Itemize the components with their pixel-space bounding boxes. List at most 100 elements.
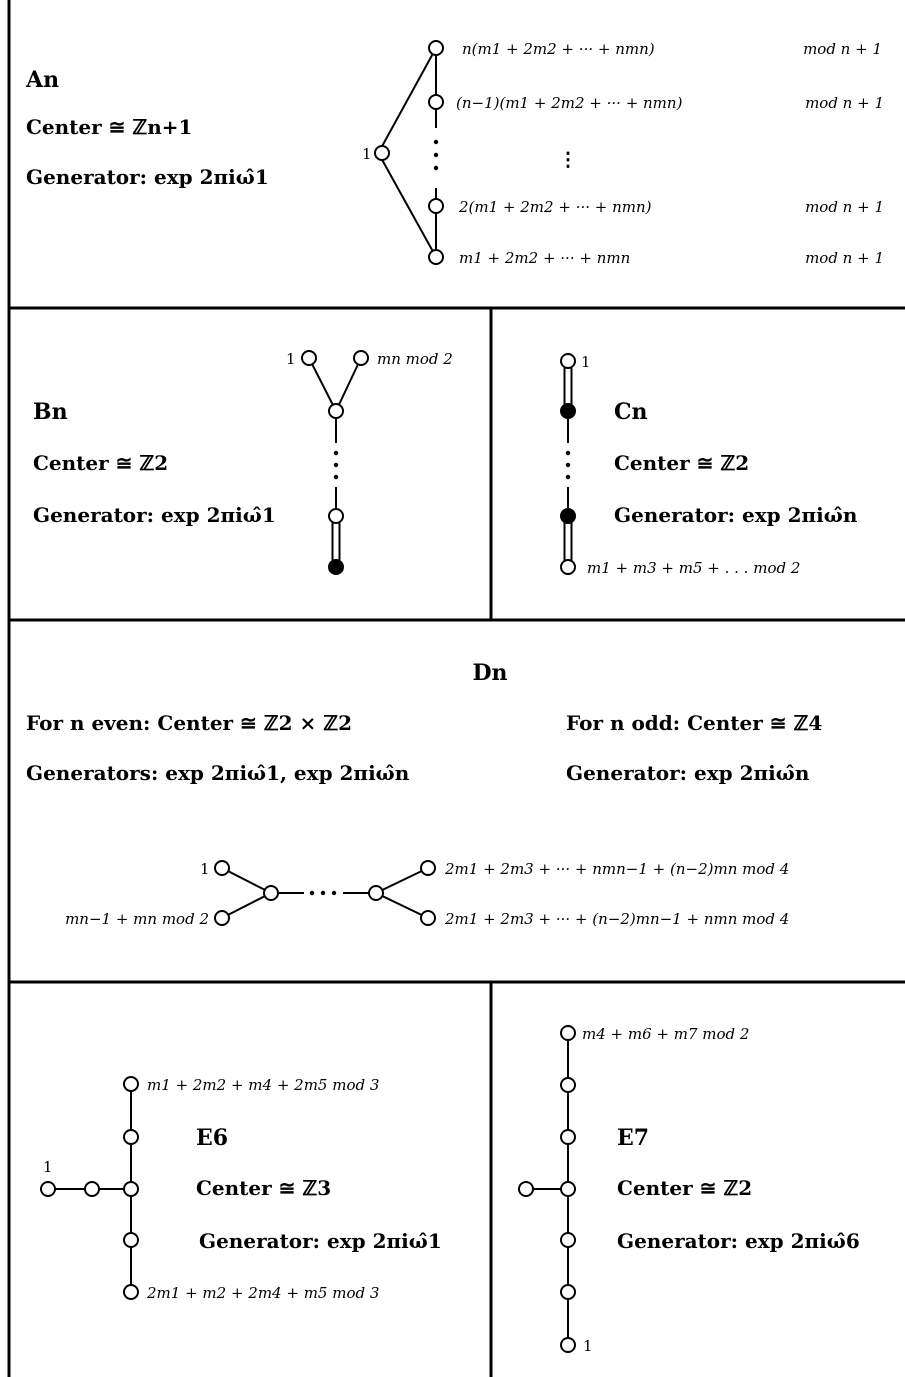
- cn-center: Center ≅ ℤ2: [614, 451, 749, 475]
- cn-title: Cn: [614, 399, 648, 425]
- bn-chain-dot: [333, 474, 339, 480]
- panel-dn: Dn For n even: Center ≅ ℤ2 × ℤ2 Generato…: [26, 660, 822, 928]
- an-dynkin-dots: [433, 139, 439, 171]
- panel-e6: E6 Center ≅ ℤ3 Generator: exp 2πiω̂1 1 m…: [40, 1076, 442, 1302]
- e7-node: [560, 1181, 576, 1197]
- dn-odd-generator: Generator: exp 2πiω̂n: [566, 761, 810, 785]
- e6-dynkin-nodes: [40, 1076, 139, 1300]
- panel-bn: Bn Center ≅ ℤ2 Generator: exp 2πiω̂1 1 m…: [33, 350, 453, 575]
- bn-generator: Generator: exp 2πiω̂1: [33, 503, 276, 527]
- bn-dynkin-edges: [308, 357, 362, 567]
- dn-dynkin-nodes: [214, 860, 436, 926]
- an-mod-1: mod n + 1: [803, 40, 882, 58]
- an-edge-upper: [379, 47, 437, 151]
- an-mod-4: mod n + 1: [805, 249, 884, 267]
- dn-bottom-right-label: 2m1 + 2m3 + ··· + (n−2)mn−1 + nmn mod 4: [444, 910, 789, 928]
- an-one-label: 1: [362, 145, 372, 163]
- e6-node-affine: [40, 1181, 56, 1197]
- cn-dynkin-nodes: [560, 353, 576, 575]
- table-grid: [7, 0, 905, 1377]
- an-center: Center ≅ ℤn+1: [26, 115, 192, 139]
- bn-title: Bn: [33, 399, 68, 425]
- an-node-affine: [374, 145, 390, 161]
- dn-even-center: For n even: Center ≅ ℤ2 × ℤ2: [26, 711, 352, 735]
- dn-edge-upper-right: [375, 867, 429, 894]
- cn-node: [560, 559, 576, 575]
- e7-dynkin-nodes: [518, 1025, 576, 1353]
- e7-center: Center ≅ ℤ2: [617, 1176, 752, 1200]
- e6-node: [84, 1181, 100, 1197]
- dn-edge-lower-left: [221, 892, 272, 919]
- an-dynkin-nodes: [374, 40, 444, 265]
- dn-node: [263, 885, 279, 901]
- e6-title: E6: [196, 1125, 228, 1151]
- dn-chain-dot: [331, 890, 337, 896]
- e7-top-label: m4 + m6 + m7 mod 2: [582, 1025, 749, 1043]
- dn-edge-upper-left: [221, 867, 272, 894]
- bn-node: [353, 350, 369, 366]
- an-node: [428, 94, 444, 110]
- bn-node: [328, 403, 344, 419]
- an-title: An: [25, 67, 59, 93]
- an-label-4: m1 + 2m2 + ··· + nmn: [459, 249, 630, 267]
- e6-top-label: m1 + 2m2 + m4 + 2m5 mod 3: [147, 1076, 379, 1094]
- e6-bottom-label: 2m1 + m2 + 2m4 + m5 mod 3: [146, 1284, 379, 1302]
- cn-node-label: m1 + m3 + m5 + . . . mod 2: [587, 559, 800, 577]
- dn-chain-dot: [320, 890, 326, 896]
- e6-node: [123, 1232, 139, 1248]
- e6-center: Center ≅ ℤ3: [196, 1176, 331, 1200]
- panel-an: An Center ≅ ℤn+1 Generator: exp 2πiω̂1 1…: [25, 40, 884, 267]
- cn-chain-dot: [565, 474, 571, 480]
- an-node: [428, 40, 444, 56]
- an-label-1: n(m1 + 2m2 + ··· + nmn): [462, 40, 655, 58]
- e6-node: [123, 1129, 139, 1145]
- an-chain-dot: [433, 165, 439, 171]
- e6-generator: Generator: exp 2πiω̂1: [199, 1229, 442, 1253]
- cn-dynkin-dots: [565, 450, 571, 480]
- e6-one-label: 1: [43, 1158, 53, 1176]
- bn-node-label: mn mod 2: [377, 350, 453, 368]
- cn-one-label: 1: [581, 353, 591, 371]
- an-label-2: (n−1)(m1 + 2m2 + ··· + nmn): [456, 94, 683, 112]
- dn-dynkin-dots: [309, 890, 337, 896]
- cn-node-affine: [560, 353, 576, 369]
- e6-node: [123, 1076, 139, 1092]
- dn-node: [214, 910, 230, 926]
- dn-dynkin-edges: [221, 867, 429, 919]
- cn-chain-dot: [565, 462, 571, 468]
- dn-left-label: mn−1 + mn mod 2: [65, 910, 209, 928]
- panel-cn: Cn Center ≅ ℤ2 Generator: exp 2πiω̂n 1 m…: [560, 353, 858, 577]
- bn-chain-dot: [333, 462, 339, 468]
- dn-node: [420, 910, 436, 926]
- bn-node-affine: [301, 350, 317, 366]
- e7-node: [560, 1077, 576, 1093]
- dn-edge-lower-right: [375, 892, 429, 919]
- e7-node-affine: [560, 1337, 576, 1353]
- e7-node: [518, 1181, 534, 1197]
- bn-node-short: [328, 559, 344, 575]
- dn-node: [420, 860, 436, 876]
- cn-chain-dot: [565, 450, 571, 456]
- bn-one-label: 1: [286, 350, 296, 368]
- dn-node-affine: [214, 860, 230, 876]
- an-chain-dot: [433, 152, 439, 158]
- e7-node: [560, 1025, 576, 1041]
- e7-node: [560, 1129, 576, 1145]
- dn-chain-dot: [309, 890, 315, 896]
- e6-node: [123, 1181, 139, 1197]
- bn-dynkin-nodes: [301, 350, 369, 575]
- an-chain-dot: [433, 139, 439, 145]
- dn-one-label: 1: [200, 860, 210, 878]
- cn-node-short: [560, 403, 576, 419]
- an-edge-lower: [379, 155, 437, 258]
- an-vdots: ⋮: [559, 149, 578, 171]
- dn-even-generators: Generators: exp 2πiω̂1, exp 2πiω̂n: [26, 761, 410, 785]
- dn-title: Dn: [472, 660, 507, 686]
- an-node: [428, 249, 444, 265]
- bn-edge-left: [308, 357, 337, 412]
- e7-title: E7: [617, 1125, 649, 1151]
- an-mod-2: mod n + 1: [805, 94, 884, 112]
- cn-node-short: [560, 508, 576, 524]
- bn-chain-dot: [333, 450, 339, 456]
- an-mod-3: mod n + 1: [805, 198, 884, 216]
